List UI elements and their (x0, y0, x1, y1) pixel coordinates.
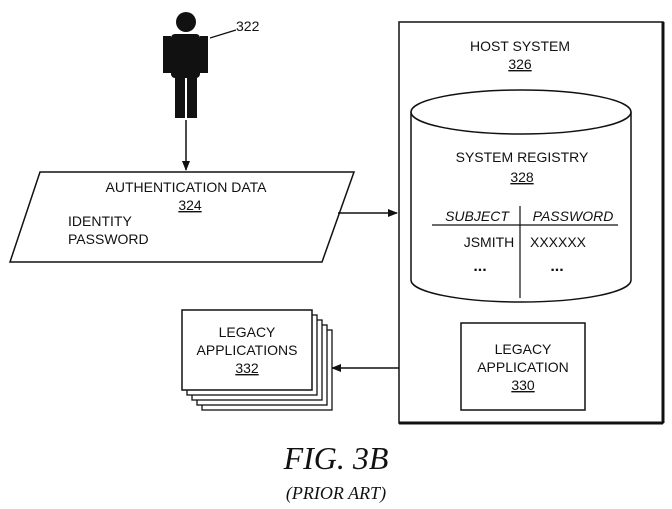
auth-data-ref: 324 (178, 197, 202, 213)
person-icon (163, 12, 208, 118)
legacy-applications-line1: LEGACY (219, 324, 276, 340)
host-system-ref: 326 (508, 56, 532, 72)
figure-subtitle: (PRIOR ART) (285, 483, 387, 503)
registry-title: SYSTEM REGISTRY (456, 149, 589, 165)
person-ref-label: 322 (236, 18, 260, 34)
auth-data-password: PASSWORD (68, 231, 149, 247)
registry-row2-subject: ... (473, 258, 486, 275)
registry-row2-password: ... (550, 258, 563, 275)
legacy-applications-line2: APPLICATIONS (197, 342, 298, 358)
registry-col-subject: SUBJECT (445, 208, 510, 224)
registry-col-password: PASSWORD (533, 208, 614, 224)
legacy-application-line1: LEGACY (495, 341, 552, 357)
legacy-application-line2: APPLICATION (477, 359, 569, 375)
host-system-title: HOST SYSTEM (470, 38, 570, 54)
person-ref-leader (209, 29, 237, 39)
legacy-application-ref: 330 (511, 377, 535, 393)
registry-row1-subject: JSMITH (464, 234, 515, 250)
legacy-applications-ref: 332 (235, 360, 259, 376)
legacy-applications-stack (181, 309, 333, 411)
auth-data-identity: IDENTITY (68, 213, 132, 229)
auth-data-shape (8, 171, 356, 263)
auth-data-title: AUTHENTICATION DATA (106, 179, 268, 195)
registry-cylinder (410, 89, 632, 303)
registry-row1-password: XXXXXX (530, 234, 587, 250)
figure-title: FIG. 3B (283, 440, 389, 476)
registry-ref: 328 (510, 169, 534, 185)
legacy-application-box (460, 322, 586, 411)
